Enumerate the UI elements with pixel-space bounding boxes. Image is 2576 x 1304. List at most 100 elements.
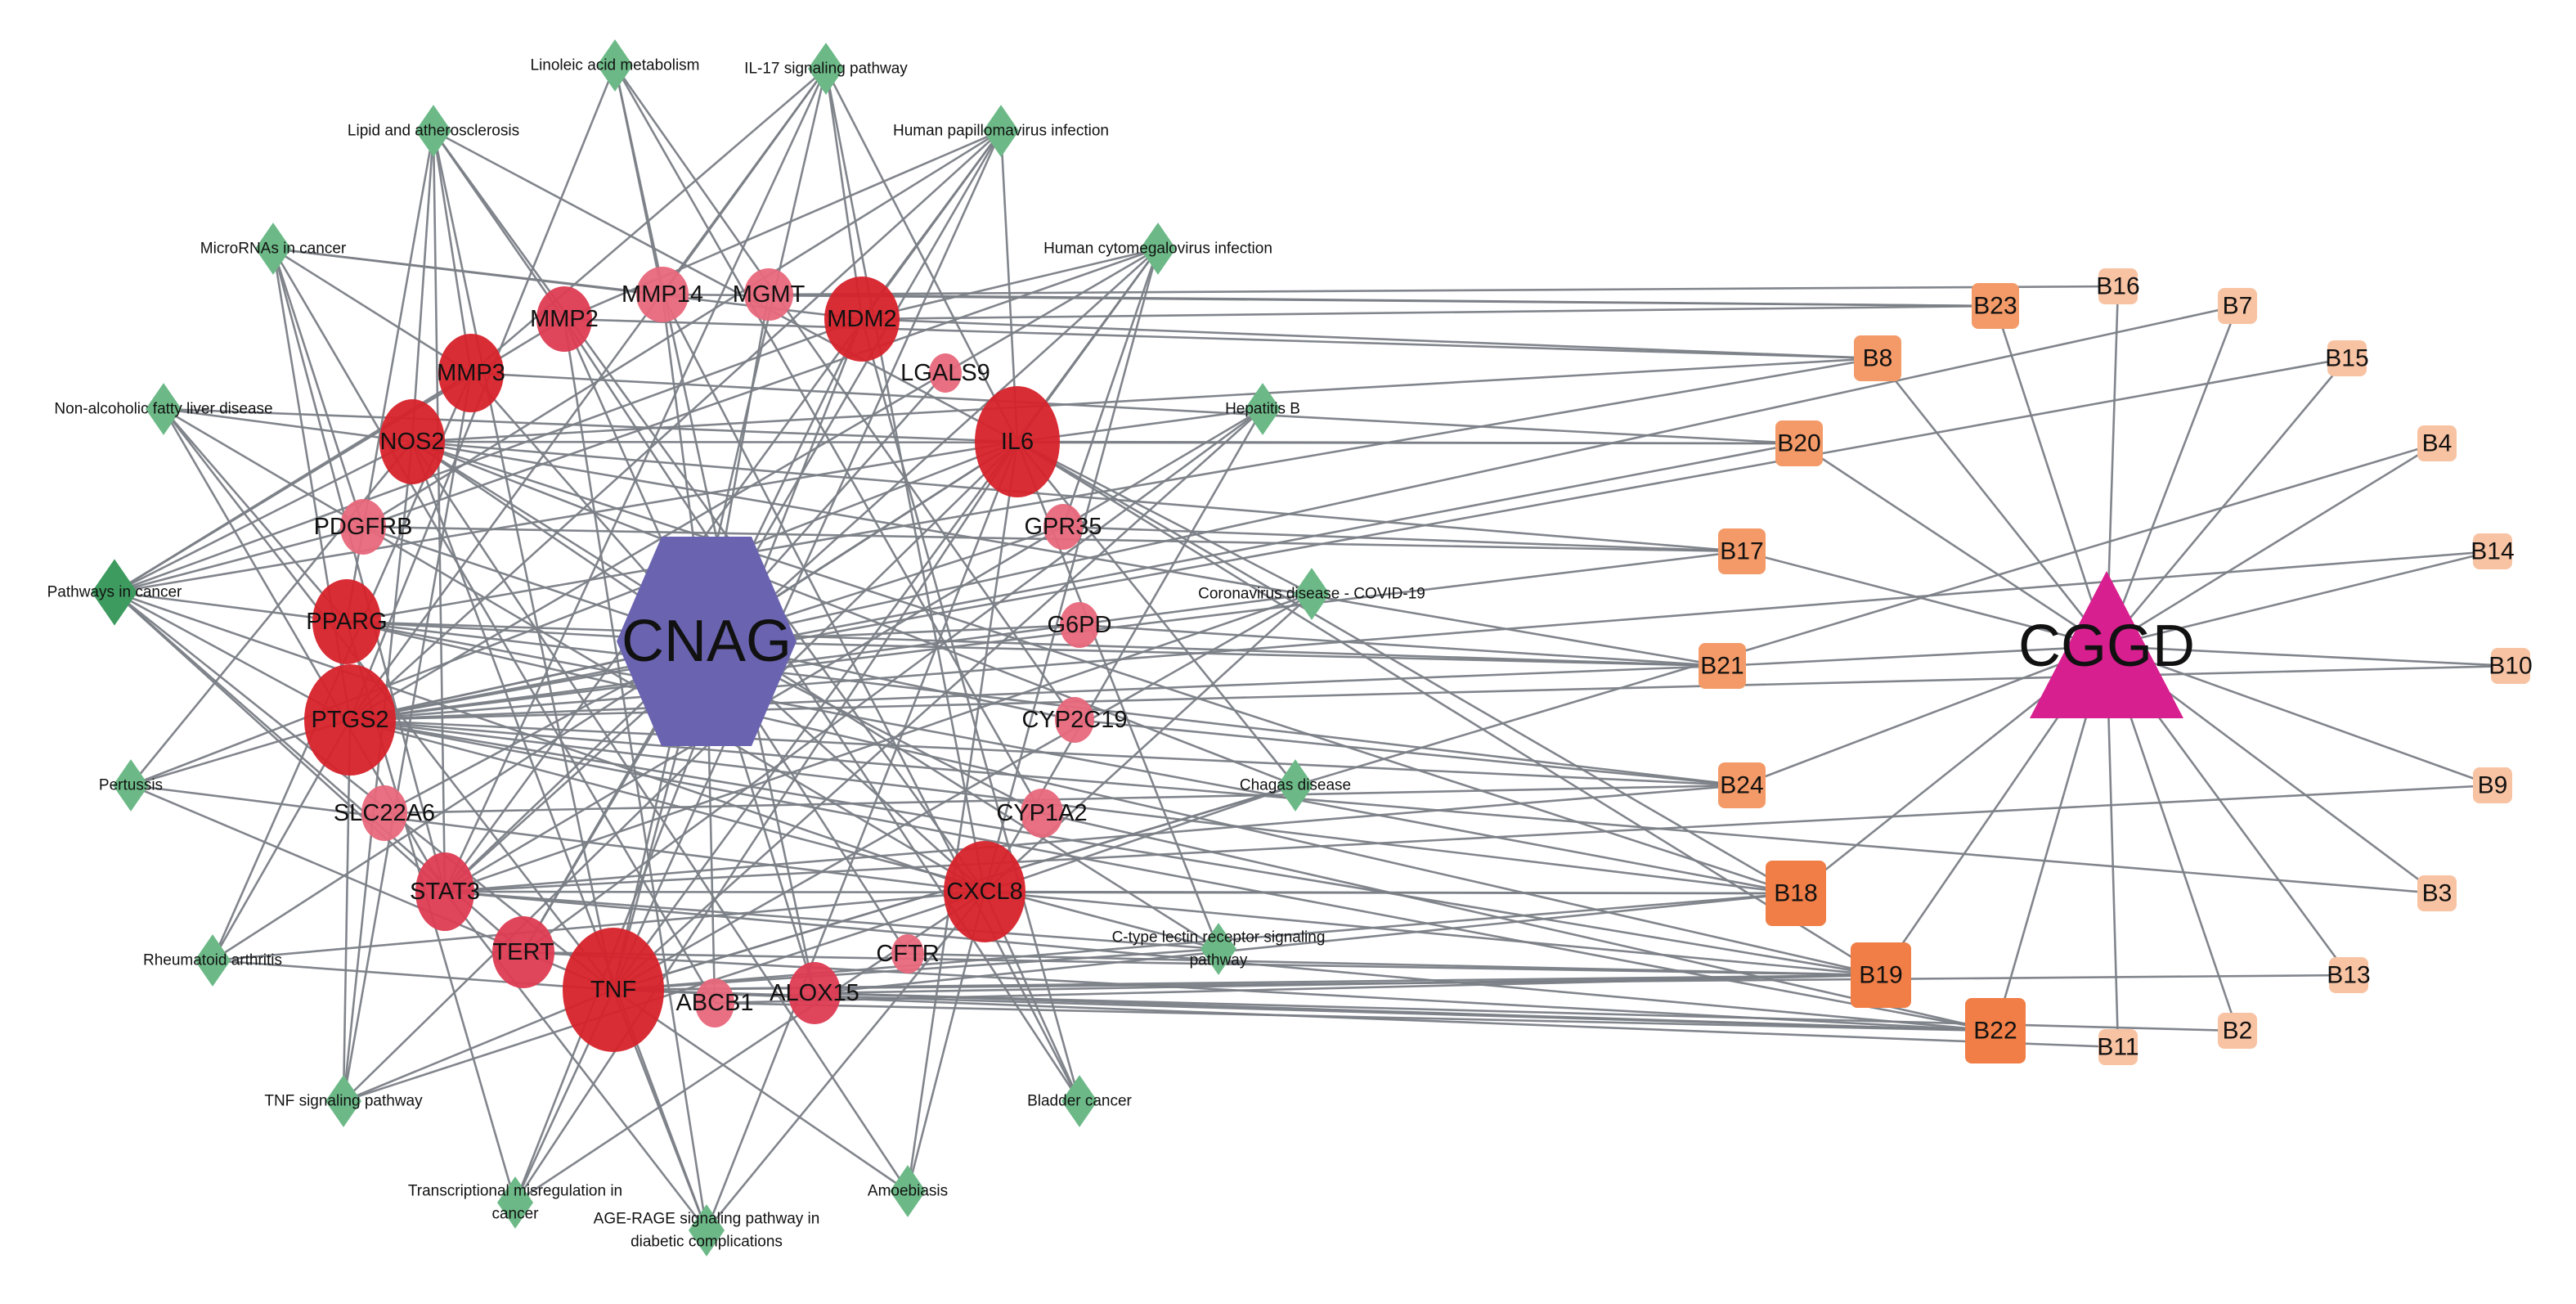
hub-node-cnag[interactable]: CNAG (617, 537, 797, 746)
compound-node-b22[interactable]: B22 (1965, 998, 2026, 1063)
compound-node-b9[interactable]: B9 (2473, 767, 2512, 803)
edge-pertussis-CXCL8 (130, 784, 985, 893)
edge-layer (114, 65, 2511, 1231)
gene-node-il6[interactable]: IL6 (975, 386, 1060, 497)
compound-node-b14[interactable]: B14 (2471, 533, 2515, 569)
edge-B21-CNAG (706, 640, 1723, 668)
compound-node-b3[interactable]: B3 (2417, 875, 2457, 911)
compound-node-b4[interactable]: B4 (2417, 425, 2457, 461)
diamond-shape (890, 1165, 926, 1217)
gene-node-cftr[interactable]: CFTR (876, 934, 940, 974)
pathway-node-bladder[interactable]: Bladder cancer (1027, 1075, 1133, 1127)
compound-node-b21[interactable]: B21 (1699, 643, 1746, 689)
gene-node-mmp2[interactable]: MMP2 (530, 286, 599, 352)
gene-node-cxcl8[interactable]: CXCL8 (944, 841, 1025, 942)
gene-label: SLC22A6 (334, 800, 435, 826)
gene-node-mmp14[interactable]: MMP14 (622, 267, 703, 322)
gene-node-tnf[interactable]: TNF (563, 928, 664, 1052)
hub-node-cggd[interactable]: CGGD (2018, 571, 2195, 718)
pathway-node-cancer[interactable]: Pathways in cancer (47, 559, 182, 626)
gene-node-mdm2[interactable]: MDM2 (824, 277, 900, 362)
pathway-node-lipid[interactable]: Lipid and atherosclerosis (348, 105, 519, 157)
pathway-node-linoleic[interactable]: Linoleic acid metabolism (531, 39, 700, 92)
compound-node-b8[interactable]: B8 (1854, 335, 1901, 381)
gene-node-slc22a6[interactable]: SLC22A6 (334, 785, 435, 841)
gene-node-nos2[interactable]: NOS2 (379, 399, 445, 484)
diamond-shape (497, 1176, 533, 1229)
gene-node-pdgfrb[interactable]: PDGFRB (314, 499, 413, 555)
compound-node-b20[interactable]: B20 (1775, 420, 1823, 466)
pathway-label: Non-alcoholic fatty liver disease (54, 401, 272, 418)
edge-cancer-PDGFRB (114, 525, 364, 594)
edge-covid-IL6 (1016, 440, 1313, 596)
diamond-shape (1140, 223, 1176, 275)
gene-circle (975, 386, 1060, 497)
gene-node-gpr35[interactable]: GPR35 (1024, 504, 1102, 550)
pathway-node-hcmv[interactable]: Human cytomegalovirus infection (1043, 223, 1272, 275)
gene-node-cyp2c19[interactable]: CYP2C19 (1022, 697, 1128, 743)
edge-B21-PPARG (346, 620, 1723, 668)
pathway-node-covid[interactable]: Coronavirus disease - COVID-19 (1198, 568, 1425, 620)
gene-node-ptgs2[interactable]: PTGS2 (304, 664, 396, 776)
gene-node-pparg[interactable]: PPARG (306, 579, 388, 664)
pathway-node-hepb[interactable]: Hepatitis B (1225, 383, 1300, 435)
compound-label: B13 (2327, 962, 2370, 989)
compound-node-b17[interactable]: B17 (1718, 528, 1766, 574)
edge-lipid-TNF (432, 130, 615, 991)
diamond-shape (92, 559, 137, 626)
gene-node-lgals9[interactable]: LGALS9 (900, 353, 990, 393)
edge-CGGD-B7 (2105, 305, 2239, 647)
gene-node-cyp1a2[interactable]: CYP1A2 (996, 789, 1088, 838)
pathway-node-amoeb[interactable]: Amoebiasis (868, 1165, 948, 1217)
compound-node-b16[interactable]: B16 (2096, 268, 2140, 304)
compound-node-b18[interactable]: B18 (1766, 861, 1826, 926)
edge-mirna-MMP3 (272, 247, 472, 375)
gene-node-alox15[interactable]: ALOX15 (770, 962, 859, 1024)
gene-circle (340, 499, 386, 555)
compound-node-b13[interactable]: B13 (2327, 957, 2371, 993)
compound-node-b24[interactable]: B24 (1718, 762, 1766, 808)
gene-node-stat3[interactable]: STAT3 (410, 852, 480, 931)
pathway-node-il17[interactable]: IL-17 signaling pathway (744, 43, 908, 95)
gene-node-tert[interactable]: TERT (492, 916, 554, 988)
compound-box (1699, 643, 1746, 689)
compound-node-b7[interactable]: B7 (2218, 288, 2257, 324)
compound-node-b19[interactable]: B19 (1851, 942, 1911, 1008)
compound-node-b2[interactable]: B2 (2218, 1013, 2257, 1049)
edge-B22-PTGS2 (349, 718, 1996, 1032)
edge-il17-CXCL8 (824, 68, 986, 893)
gene-node-g6pd[interactable]: G6PD (1048, 602, 1112, 648)
pathway-node-mirna[interactable]: MicroRNAs in cancer (200, 223, 347, 275)
edge-lipid-IL6 (433, 129, 1018, 443)
diamond-shape (1277, 759, 1313, 812)
gene-label: ALOX15 (770, 980, 859, 1006)
compound-node-b15[interactable]: B15 (2325, 340, 2369, 376)
gene-circle (824, 277, 900, 362)
gene-label: MGMT (733, 281, 806, 308)
compound-box (1965, 998, 2026, 1063)
pathway-node-pertussis[interactable]: Pertussis (99, 759, 163, 812)
pathway-node-chagas[interactable]: Chagas disease (1240, 759, 1351, 812)
edge-nafld-PPARG (163, 408, 348, 623)
compound-node-b23[interactable]: B23 (1972, 283, 2019, 329)
gene-node-abcb1[interactable]: ABCB1 (675, 978, 754, 1027)
compound-node-b11[interactable]: B11 (2097, 1029, 2139, 1065)
pathway-label: C-type lectin receptor signaling (1112, 929, 1326, 947)
edge-ra-CXCL8 (212, 890, 985, 962)
pathway-node-hpv[interactable]: Human papillomavirus infection (893, 105, 1109, 157)
gene-node-mmp3[interactable]: MMP3 (437, 334, 505, 412)
gene-node-mgmt[interactable]: MGMT (733, 268, 806, 321)
diamond-shape (195, 934, 231, 987)
gene-label: MMP2 (530, 306, 599, 332)
pathway-node-nafld[interactable]: Non-alcoholic fatty liver disease (54, 383, 273, 435)
pathway-node-ra[interactable]: Rheumatoid arthritis (143, 934, 282, 987)
pathway-label: Pertussis (99, 777, 163, 794)
compound-box (2329, 957, 2368, 993)
edge-tnfsig-IL6 (343, 441, 1018, 1102)
compound-node-b10[interactable]: B10 (2488, 648, 2533, 684)
pathway-node-tnfsig[interactable]: TNF signaling pathway (264, 1075, 423, 1127)
edge-tnfsig-PTGS2 (342, 719, 352, 1102)
